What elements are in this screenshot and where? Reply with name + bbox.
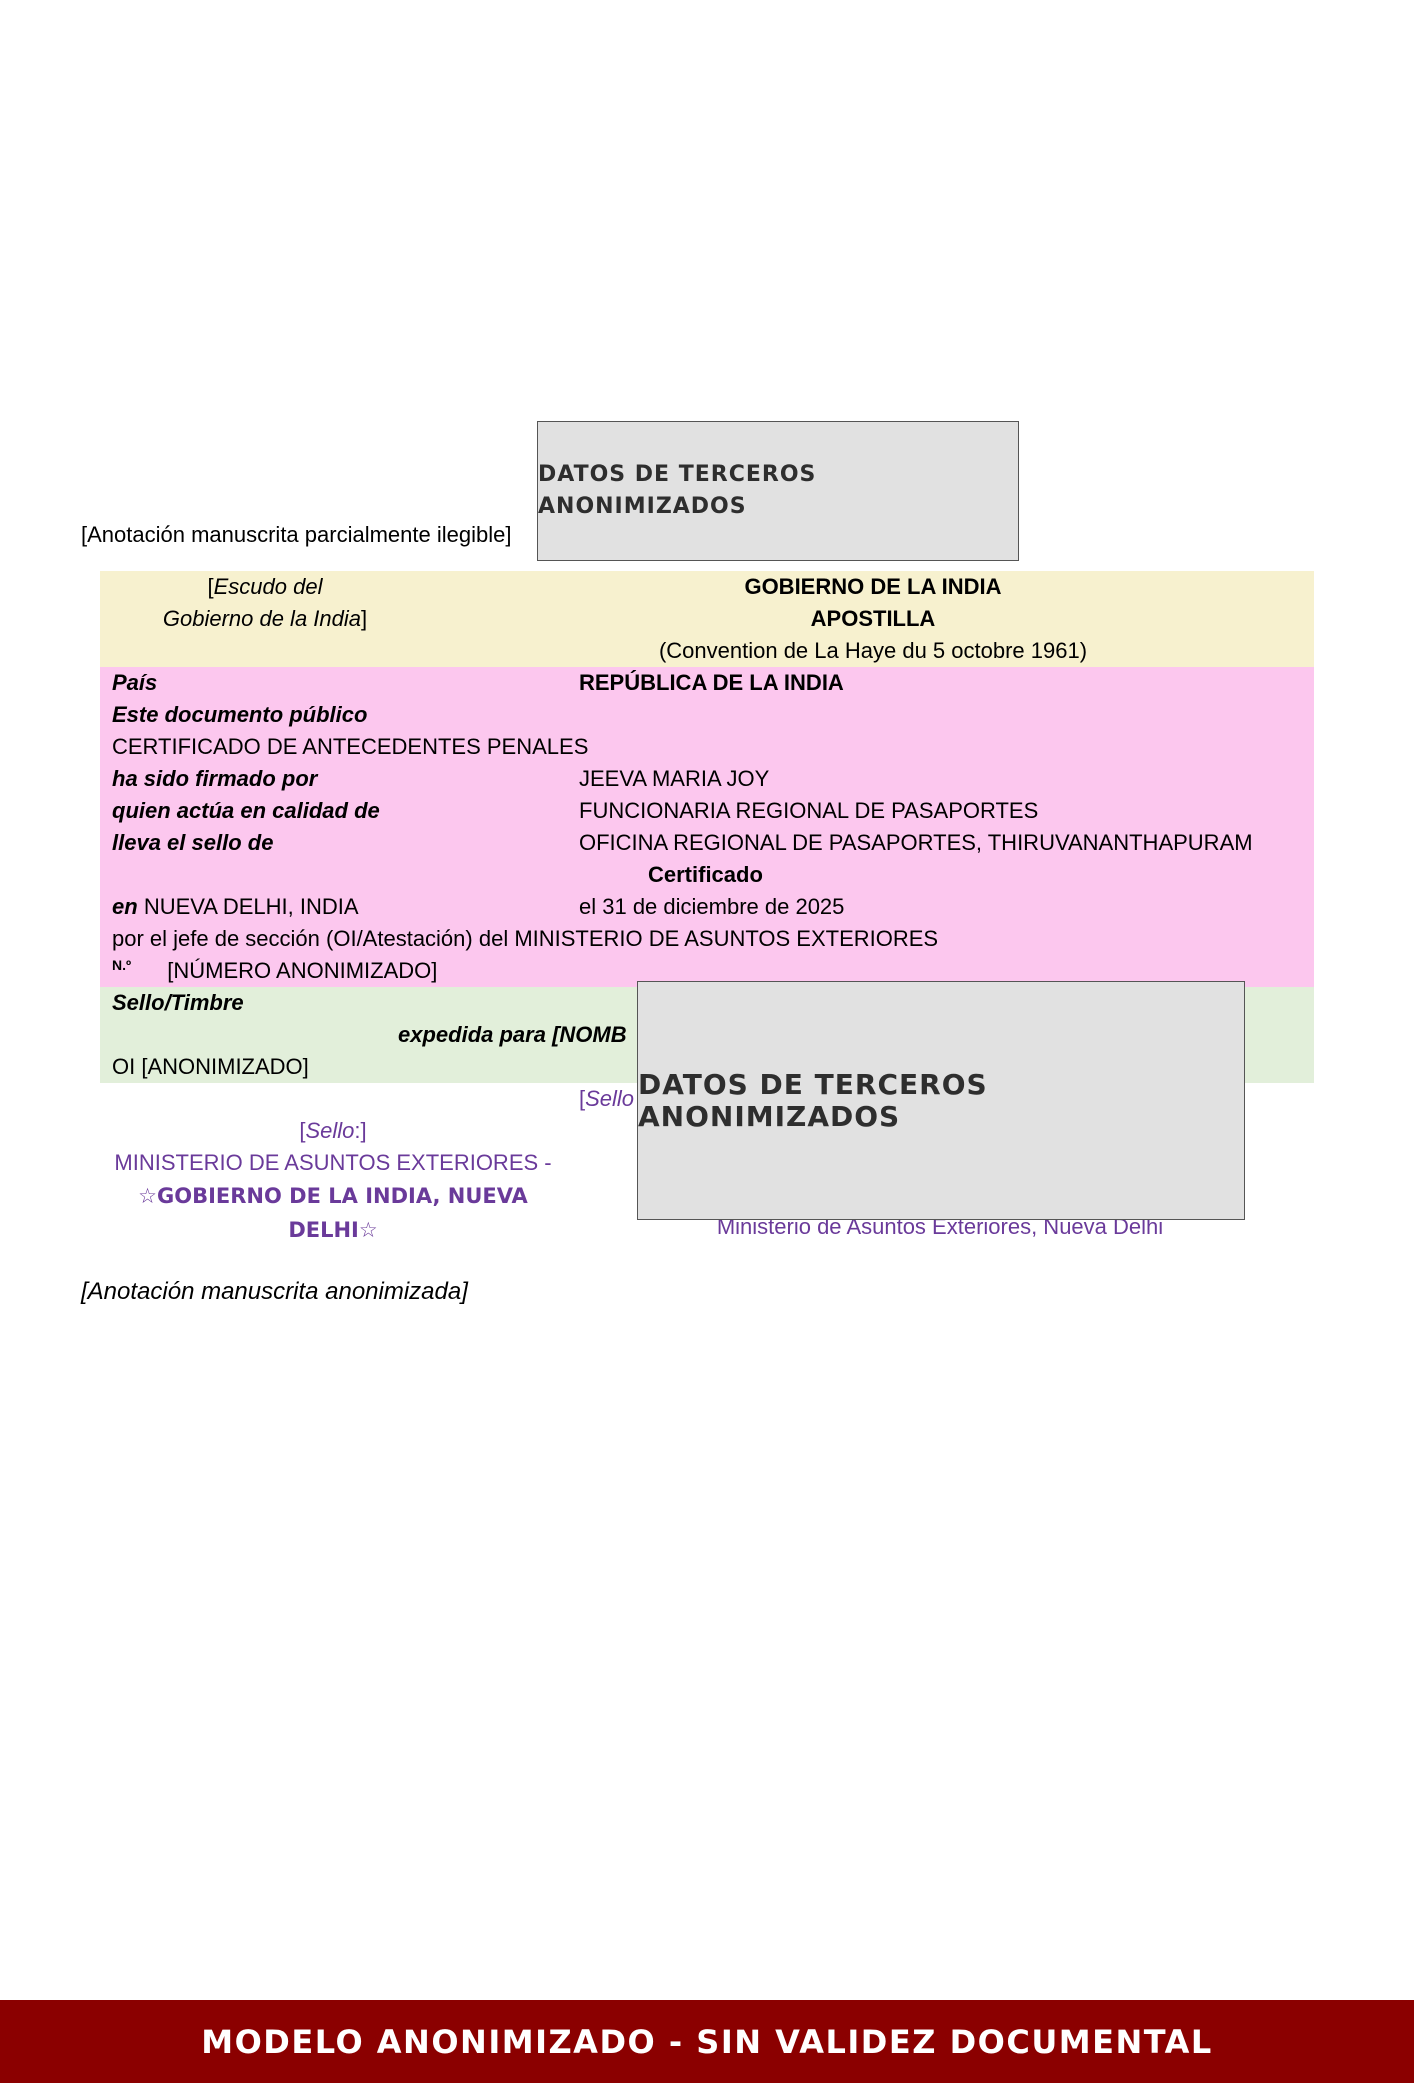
convention-line: (Convention de La Haye du 5 octobre 1961… [658, 638, 1088, 663]
bracket-close: ] [361, 606, 368, 631]
number-line: N.º [NÚMERO ANONIMIZADO] [112, 955, 437, 989]
signed-label: ha sido firmado por [112, 766, 318, 791]
seal-value: OFICINA REGIONAL DE PASAPORTES, THIRUVAN… [579, 830, 1253, 855]
stamp-label: Sello/Timbre [112, 990, 244, 1015]
bracket-open: [ [579, 1086, 586, 1111]
gov-title: GOBIERNO DE LA INDIA [744, 574, 1002, 599]
document-label: Este documento público [112, 702, 368, 727]
left-seal-line-1: MINISTERIO DE ASUNTOS EXTERIORES - [114, 1150, 552, 1175]
place-value: NUEVA DELHI, INDIA [143, 894, 359, 919]
issued-for: expedida para [NOMB [398, 1022, 627, 1047]
left-seal: [Sello:] MINISTERIO DE ASUNTOS EXTERIORE… [100, 1115, 566, 1247]
bracket-close: :] [354, 1118, 367, 1143]
number-label: N.º [112, 957, 132, 973]
left-seal-line-3: DELHI☆ [288, 1218, 378, 1242]
redaction-box-middle: DATOS DE TERCEROS ANONIMIZADOS [637, 981, 1245, 1220]
apostille-header-band [100, 571, 1314, 667]
certified-heading: Certificado [648, 862, 763, 887]
signed-value: JEEVA MARIA JOY [579, 766, 770, 791]
place-line: en NUEVA DELHI, INDIA [112, 891, 359, 923]
right-seal-label: [Sello [579, 1083, 634, 1115]
redaction-box-top: DATOS DE TERCEROS ANONIMIZADOS [537, 421, 1019, 561]
bottom-annotation: [Anotación manuscrita anonimizada] [81, 1278, 468, 1305]
seal-label: lleva el sello de [112, 830, 274, 855]
emblem-line-1: Escudo del [213, 574, 323, 599]
banner-text: MODELO ANONIMIZADO - SIN VALIDEZ DOCUMEN… [201, 2022, 1213, 2061]
left-seal-italic: Sello [305, 1118, 355, 1143]
top-annotation: [Anotación manuscrita parcialmente ilegi… [81, 522, 512, 547]
date-value: el 31 de diciembre de 2025 [579, 894, 845, 919]
redaction-label: DATOS DE TERCEROS ANONIMIZADOS [538, 462, 817, 519]
country-label: País [112, 670, 158, 695]
redaction-label: DATOS DE TERCEROS ANONIMIZADOS [638, 1067, 988, 1133]
emblem-line-2: Gobierno de la India [162, 606, 361, 631]
capacity-value: FUNCIONARIA REGIONAL DE PASAPORTES [579, 798, 1039, 823]
place-label: en [112, 894, 138, 919]
country-value: REPÚBLICA DE LA INDIA [579, 670, 844, 695]
by-line: por el jefe de sección (OI/Atestación) d… [112, 926, 939, 951]
bracket-open: [ [207, 574, 214, 599]
anonymized-banner: MODELO ANONIMIZADO - SIN VALIDEZ DOCUMEN… [0, 2000, 1414, 2083]
oi-value: OI [ANONIMIZADO] [112, 1054, 309, 1079]
left-seal-line-2: ☆GOBIERNO DE LA INDIA, NUEVA [138, 1184, 528, 1208]
apostille-fields-band [100, 667, 1314, 987]
capacity-label: quien actúa en calidad de [112, 798, 380, 823]
bracket-open: [ [299, 1118, 306, 1143]
number-value: [NÚMERO ANONIMIZADO] [167, 958, 438, 983]
document-value: CERTIFICADO DE ANTECEDENTES PENALES [112, 734, 589, 759]
apostille-title: APOSTILLA [810, 606, 936, 631]
right-seal-italic: Sello [585, 1086, 635, 1111]
emblem-placeholder: [Escudo del Gobierno de la India] [130, 571, 400, 635]
